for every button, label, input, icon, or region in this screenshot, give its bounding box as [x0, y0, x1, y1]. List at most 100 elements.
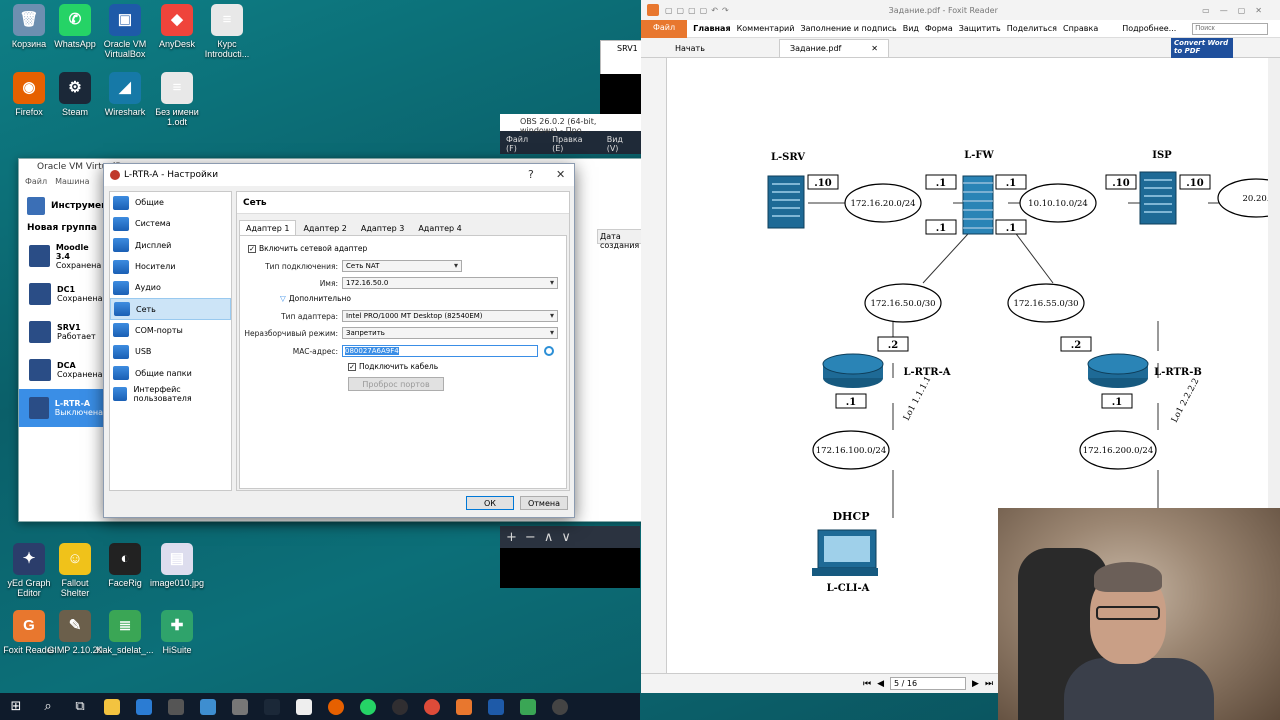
down-icon[interactable]: ∨ — [561, 529, 571, 545]
help-button[interactable]: ? — [528, 168, 534, 181]
page-indicator[interactable]: 5 / 16 — [890, 677, 967, 690]
desktop-icon-anydesk[interactable]: ◆AnyDesk — [148, 4, 206, 49]
first-page-icon[interactable]: ⏮ — [863, 678, 872, 689]
tab-start[interactable]: Начать — [675, 44, 705, 53]
category-item[interactable]: Носители — [110, 256, 231, 277]
settings-icon[interactable] — [544, 693, 576, 720]
obs-menu-file[interactable]: Файл (F) — [506, 135, 529, 153]
whatsapp-icon[interactable] — [352, 693, 384, 720]
desktop-icon-firefox[interactable]: ◉Firefox — [0, 72, 58, 117]
obs-menu-edit[interactable]: Правка (E) — [552, 135, 583, 153]
desktop-icon-kurs[interactable]: ≡Курс Introducti... — [198, 4, 256, 59]
desktop-icon-facerig[interactable]: ◐FaceRig — [96, 543, 154, 588]
browser-icon[interactable] — [160, 693, 192, 720]
obs-menu-view[interactable]: Вид (V) — [606, 135, 623, 153]
category-item[interactable]: Система — [110, 213, 231, 234]
ribbon-form[interactable]: Форма — [924, 24, 953, 33]
obs-icon[interactable] — [384, 693, 416, 720]
ribbon-home[interactable]: Главная — [693, 24, 731, 33]
quick-toolbar[interactable]: ▢▢▢▢↶↷ — [665, 5, 733, 15]
desktop-icon-image010[interactable]: ▤image010.jpg — [148, 543, 206, 588]
task-view-icon[interactable]: ⧉ — [75, 699, 85, 714]
firefox-icon[interactable] — [320, 693, 352, 720]
search-input[interactable] — [1192, 22, 1269, 35]
enable-adapter-checkbox[interactable]: ✓ — [248, 244, 256, 253]
desktop-icon-yed[interactable]: ✦yEd Graph Editor — [0, 543, 58, 598]
ribbon-protect[interactable]: Защитить — [958, 24, 1001, 33]
close-button[interactable]: ✕ — [556, 168, 566, 181]
calculator-icon[interactable] — [224, 693, 256, 720]
chrome-icon[interactable] — [416, 693, 448, 720]
tab-adapter-3[interactable]: Адаптер 3 — [360, 224, 405, 233]
convert-banner[interactable]: Convert Word to PDF — [1171, 38, 1233, 58]
tab-zadanie[interactable]: Задание.pdf✕ — [779, 39, 889, 57]
desktop-icon-whatsapp[interactable]: ✆WhatsApp — [46, 4, 104, 49]
category-item[interactable]: USB — [110, 341, 231, 362]
close-tab-icon[interactable]: ✕ — [871, 44, 878, 53]
ribbon-comment[interactable]: Комментарий — [736, 24, 795, 33]
app-icon[interactable] — [192, 693, 224, 720]
category-item[interactable]: COM-порты — [110, 320, 231, 341]
category-item[interactable]: Дисплей — [110, 235, 231, 256]
tab-adapter-2[interactable]: Адаптер 2 — [303, 224, 347, 233]
remove-icon[interactable]: − — [524, 529, 536, 545]
next-page-icon[interactable]: ▶ — [972, 678, 979, 689]
more-link[interactable]: Подробнее... — [1122, 24, 1177, 33]
vbm-menu-file[interactable]: Файл — [25, 177, 48, 186]
prev-page-icon[interactable]: ◀ — [877, 678, 885, 689]
file-menu[interactable]: Файл — [641, 19, 688, 38]
last-page-icon[interactable]: ⏭ — [984, 678, 994, 689]
doc-icon[interactable] — [288, 693, 320, 720]
conn-type-select[interactable]: Сеть NAT — [342, 260, 462, 272]
desktop-icon-recycle[interactable]: 🗑Корзина — [0, 4, 58, 49]
desktop-icon-steam[interactable]: ⚙Steam — [46, 72, 104, 117]
obs-window[interactable]: OBS 26.0.2 (64-bit, windows) - Про... Фа… — [500, 114, 642, 154]
category-item[interactable]: Общие папки — [110, 362, 231, 383]
start-icon[interactable]: ⊞ — [10, 699, 22, 714]
desktop-icon-kak[interactable]: ≣Kak_sdelat_... — [96, 610, 154, 655]
up-icon[interactable]: ∧ — [543, 529, 554, 545]
virtualbox-icon[interactable] — [480, 693, 512, 720]
desktop-icon-gimp[interactable]: ✎GIMP 2.10.20 — [46, 610, 104, 655]
ribbon-view[interactable]: Вид — [902, 24, 919, 33]
mac-input[interactable]: 080027A6A9F4 — [342, 345, 538, 357]
add-icon[interactable]: + — [506, 529, 517, 545]
group-label[interactable]: Новая группа — [27, 223, 97, 233]
window-controls[interactable]: ▭—▢✕ — [1202, 5, 1272, 15]
category-item[interactable]: Сеть — [110, 298, 231, 320]
explorer-icon[interactable] — [96, 693, 128, 720]
cable-checkbox[interactable]: ✓ — [348, 362, 356, 371]
steam-icon[interactable] — [256, 693, 288, 720]
tools-icon[interactable] — [27, 197, 45, 215]
desktop-icon-bezimeni[interactable]: ≡Без имени 1.odt — [148, 72, 206, 127]
advanced-label[interactable]: Дополнительно — [288, 294, 351, 303]
desktop-icon-fallout[interactable]: ☺Fallout Shelter — [46, 543, 104, 598]
tools-label[interactable]: Инструменты — [51, 201, 121, 211]
tab-adapter-4[interactable]: Адаптер 4 — [418, 224, 462, 233]
ribbon-fill[interactable]: Заполнение и подпись — [800, 24, 897, 33]
desktop-icon-hisuite[interactable]: ✚HiSuite — [148, 610, 206, 655]
category-item[interactable]: Аудио — [110, 277, 231, 298]
vbm-menu-machine[interactable]: Машина — [55, 177, 90, 186]
adapter-type-select[interactable]: Intel PRO/1000 MT Desktop (82540EM) — [342, 310, 558, 322]
port-forward-button[interactable]: Проброс портов — [348, 377, 444, 391]
promisc-select[interactable]: Запретить — [342, 327, 558, 339]
name-select[interactable]: 172.16.50.0 — [342, 277, 558, 289]
category-item[interactable]: Общие — [110, 192, 231, 213]
mail-icon[interactable] — [128, 693, 160, 720]
refresh-mac-icon[interactable] — [544, 346, 554, 356]
ribbon-share[interactable]: Поделиться — [1006, 24, 1057, 33]
desktop-icon-wireshark[interactable]: ◢Wireshark — [96, 72, 154, 117]
foxit-icon[interactable] — [448, 693, 480, 720]
cancel-button[interactable]: Отмена — [520, 496, 568, 510]
notepad-icon[interactable] — [512, 693, 544, 720]
desktop-icon-vbox[interactable]: ▣Oracle VM VirtualBox — [96, 4, 154, 59]
advanced-toggle-icon[interactable]: ▽ — [280, 294, 286, 303]
